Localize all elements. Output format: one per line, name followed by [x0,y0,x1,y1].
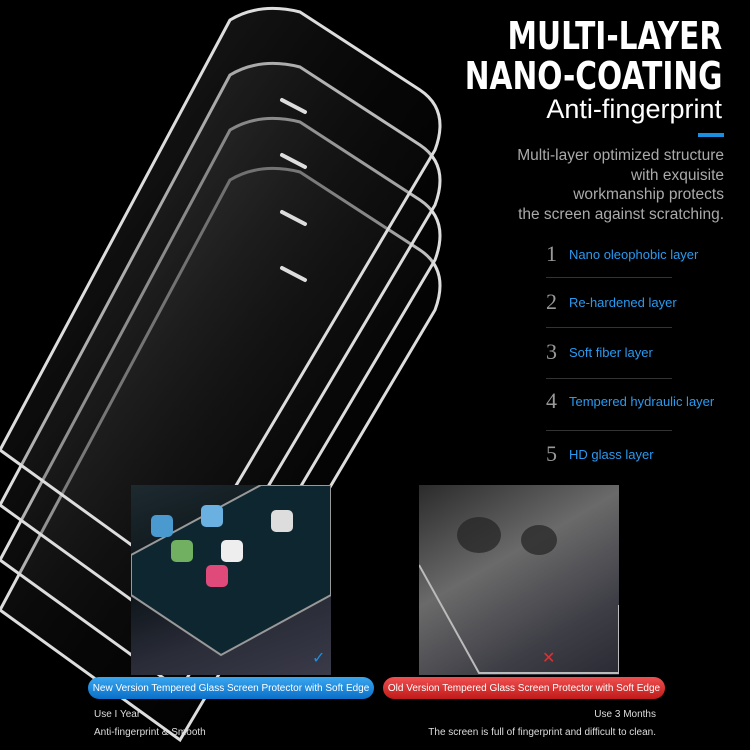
new-version-photo [131,485,331,675]
layer-label: HD glass layer [569,446,654,462]
speaker-slot [280,210,307,226]
speaker-slot [280,98,307,114]
heading-line2: NANO-COATING [464,54,722,98]
old-duration: Use 3 Months [594,709,656,720]
layer-number: 1 [546,241,557,266]
protector-layer [0,6,442,583]
heading-line1: MULTI-LAYER [507,14,722,58]
layer-label: Tempered hydraulic layer [569,393,715,409]
speaker-slot [280,153,307,169]
description: Multi-layer optimized structure with exq… [464,146,724,224]
divider [546,327,672,328]
layer-item: 2 Re-hardened layer [546,287,716,317]
layer-label: Nano oleophobic layer [569,246,699,262]
layer-number: 4 [546,388,557,413]
check-icon: ✓ [312,650,326,667]
description-line: workmanship protects [573,186,724,203]
accent-bar [698,133,724,137]
layer-number: 3 [546,339,557,364]
layer-number: 5 [546,441,557,466]
old-version-photo [419,485,619,675]
description-line: Multi-layer optimized structure [517,147,724,164]
layer-number: 2 [546,289,557,314]
new-version-label: New Version Tempered Glass Screen Protec… [88,677,374,699]
new-duration: Use I Year [94,709,141,720]
divider [546,430,672,431]
old-drawback: The screen is full of fingerprint and di… [428,727,656,738]
layer-label: Soft fiber layer [569,344,653,360]
divider [546,378,672,379]
new-benefit: Anti-fingerprint & Smooth [94,727,206,738]
heading-subtitle: Anti-fingerprint [546,94,722,124]
cross-icon: ✕ [542,650,556,667]
layer-item: 3 Soft fiber layer [546,337,716,367]
divider [546,277,672,278]
layer-item: 1 Nano oleophobic layer [546,239,716,269]
layer-item: 5 HD glass layer [546,439,716,469]
layer-label: Re-hardened layer [569,294,677,310]
old-version-label: Old Version Tempered Glass Screen Protec… [383,677,665,699]
description-line: with exquisite [630,166,724,184]
speaker-slot [280,266,307,282]
layer-item: 4 Tempered hydraulic layer [546,386,716,416]
description-line: the screen against scratching. [518,205,724,223]
